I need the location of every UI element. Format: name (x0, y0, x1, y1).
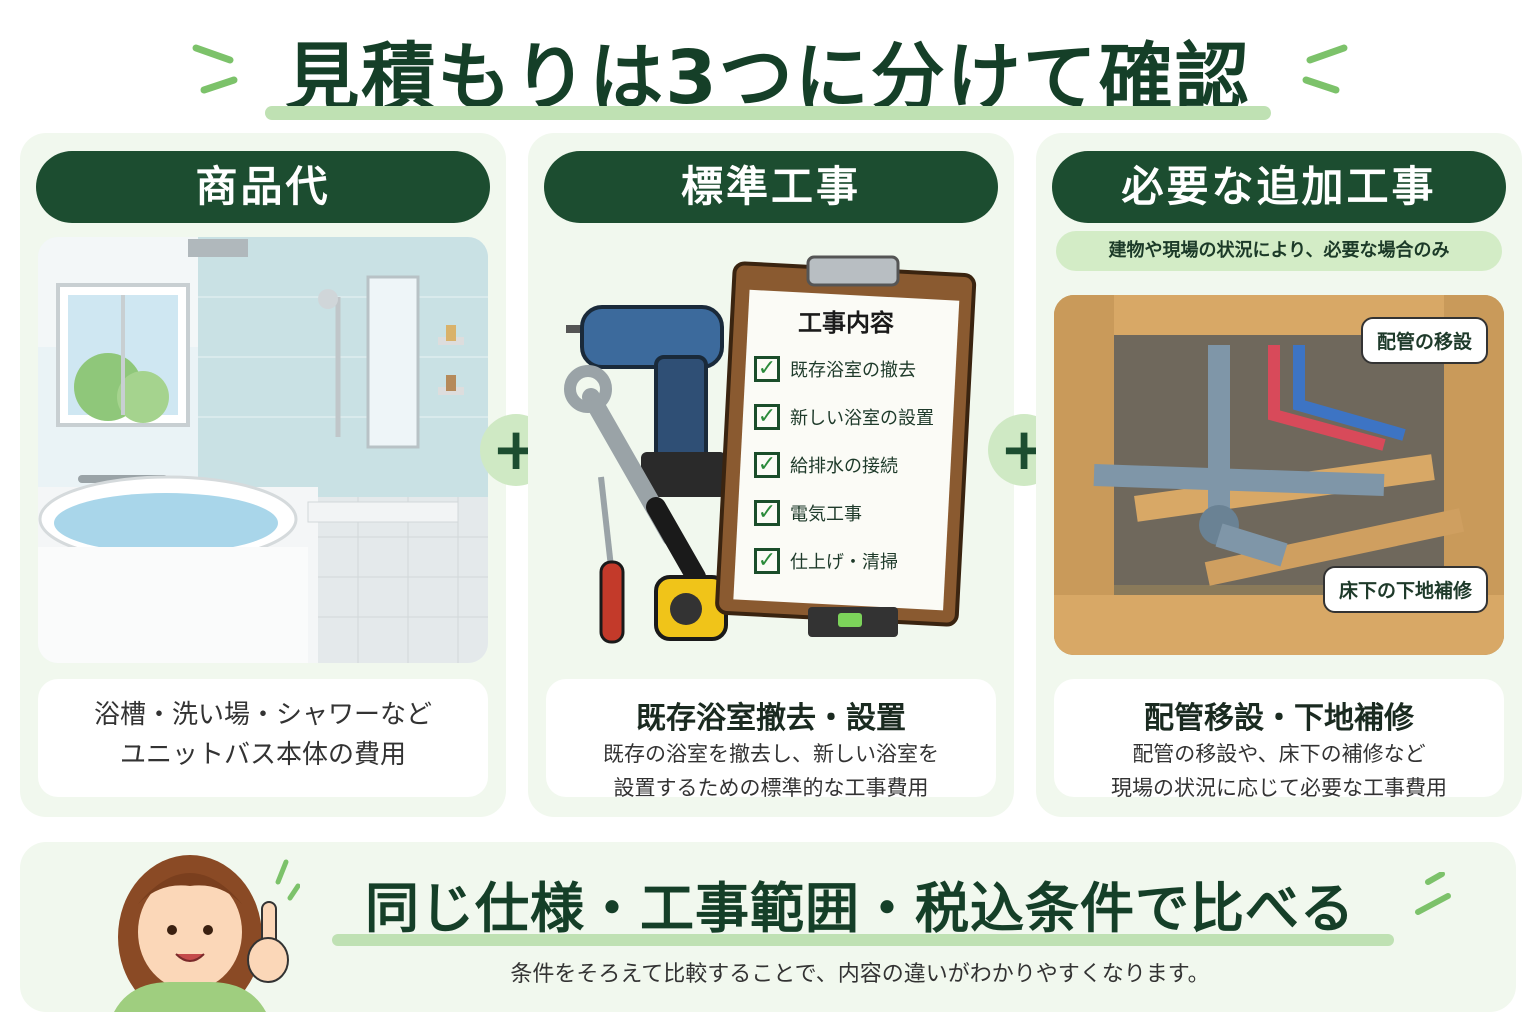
checklist-item: ✓既存浴室の撤去 (754, 345, 944, 393)
checklist-item: ✓給排水の接続 (754, 441, 944, 489)
checklist-item: ✓新しい浴室の設置 (754, 393, 944, 441)
tape-measure-icon (654, 575, 728, 641)
drill-icon (566, 305, 726, 497)
comparison-heading: 同じ仕様・工事範囲・税込条件で比べる (365, 877, 1355, 940)
panel-additional-work: 必要な追加工事 建物や現場の状況により、必要な場合のみ 配管の移設 床下の下地補… (1036, 133, 1522, 817)
title-area: 見積もりは3つに分けて確認 (0, 0, 1536, 125)
checkbox-checked-icon: ✓ (754, 548, 780, 574)
underfloor-illustration: 配管の移設 床下の下地補修 (1054, 295, 1504, 655)
panel-caption: 配管移設・下地補修 配管の移設や、床下の補修など 現場の状況に応じて必要な工事費… (1054, 679, 1504, 800)
clipboard-icon (715, 255, 977, 637)
checklist: ✓既存浴室の撤去 ✓新しい浴室の設置 ✓給排水の接続 ✓電気工事 ✓仕上げ・清掃 (754, 345, 944, 585)
title-underline (265, 106, 1271, 120)
checkbox-checked-icon: ✓ (754, 356, 780, 382)
panel-header: 標準工事 (544, 151, 998, 223)
woman-pointing-icon (114, 855, 300, 1012)
bottom-banner: 同じ仕様・工事範囲・税込条件で比べる 条件をそろえて比較することで、内容の違いが… (20, 842, 1516, 1012)
panel-subtitle: 建物や現場の状況により、必要な場合のみ (1056, 231, 1502, 271)
caption-title: 既存浴室撤去・設置 (636, 701, 906, 736)
caption-line-2: ユニットバス本体の費用 (119, 740, 406, 770)
sparkle-left-icon (192, 44, 238, 94)
panel-header: 必要な追加工事 (1052, 151, 1506, 223)
comparison-note: 条件をそろえて比較することで、内容の違いがわかりやすくなります。 (510, 962, 1210, 987)
heading-underline (332, 934, 1394, 946)
checkbox-checked-icon: ✓ (754, 500, 780, 526)
panel-caption: 浴槽・洗い場・シャワーなど ユニットバス本体の費用 (38, 679, 488, 797)
panel-caption: 既存浴室撤去・設置 既存の浴室を撤去し、新しい浴室を 設置するための標準的な工事… (546, 679, 996, 800)
caption-line-1: 浴槽・洗い場・シャワーなど (93, 700, 432, 730)
clipboard-title: 工事内容 (798, 309, 894, 337)
bathroom-illustration (38, 237, 488, 663)
panel-product-cost: 商品代 (20, 133, 506, 817)
panel-header: 商品代 (36, 151, 490, 223)
caption-title: 配管移設・下地補修 (1144, 701, 1414, 736)
checkbox-checked-icon: ✓ (754, 404, 780, 430)
tools-illustration: 工事内容 ✓既存浴室の撤去 ✓新しい浴室の設置 ✓給排水の接続 ✓電気工事 ✓仕… (546, 237, 996, 663)
panel-standard-work: 標準工事 (528, 133, 1014, 817)
caption-line-1: 配管の移設や、床下の補修など (1132, 742, 1426, 766)
checklist-item: ✓仕上げ・清掃 (754, 537, 944, 585)
callout-pipe-relocation: 配管の移設 (1360, 317, 1488, 364)
sparkle-right-icon (1302, 44, 1348, 94)
wrench-icon (564, 365, 706, 587)
caption-line-2: 設置するための標準的な工事費用 (613, 776, 929, 800)
callout-floor-repair: 床下の下地補修 (1322, 566, 1488, 613)
checkbox-checked-icon: ✓ (754, 452, 780, 478)
checklist-item: ✓電気工事 (754, 489, 944, 537)
caption-line-1: 既存の浴室を撤去し、新しい浴室を (603, 742, 939, 766)
caption-line-2: 現場の状況に応じて必要な工事費用 (1111, 776, 1447, 800)
screwdriver-icon (598, 476, 625, 644)
sparkle-icon (1415, 872, 1451, 915)
